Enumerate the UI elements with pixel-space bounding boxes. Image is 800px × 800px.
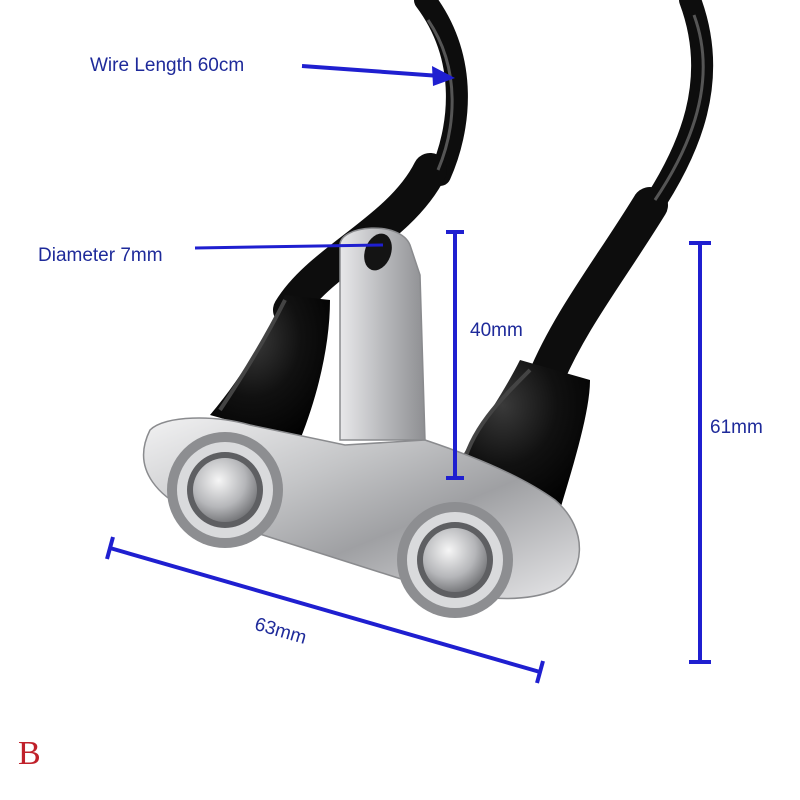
height-61mm-label: 61mm — [710, 417, 763, 438]
diameter-label: Diameter 7mm — [38, 245, 163, 266]
mounting-hole — [364, 233, 392, 271]
diameter-leader-line — [194, 243, 384, 250]
cable-right — [527, 0, 714, 398]
switch-button-right — [397, 502, 513, 618]
height-40mm-label: 40mm — [470, 320, 523, 341]
switch-button-left — [167, 432, 283, 548]
width-63mm-line — [105, 536, 545, 684]
rubber-boot-left — [210, 295, 330, 440]
wire-length-arrow — [301, 64, 455, 86]
switch-button-icon — [167, 432, 283, 548]
height-40mm-line — [446, 230, 464, 480]
wire-length-label: Wire Length 60cm — [90, 55, 245, 76]
variant-letter: B — [18, 735, 41, 772]
height-61mm-line — [689, 241, 711, 664]
